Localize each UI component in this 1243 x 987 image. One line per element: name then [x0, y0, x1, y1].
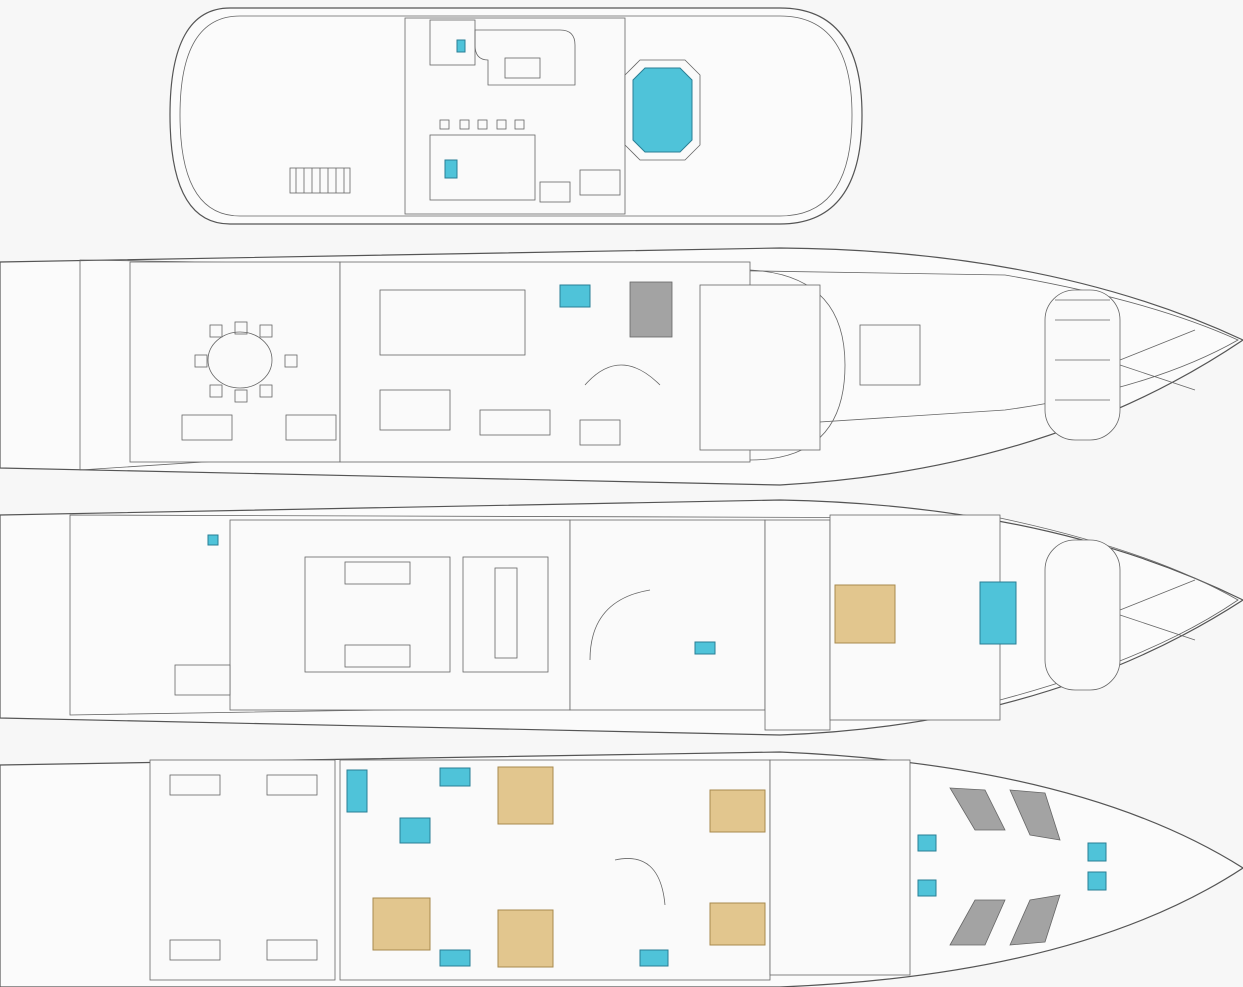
bed: [629, 281, 673, 338]
lower-deck: [0, 751, 1243, 987]
owners-bed: [834, 584, 896, 644]
sun-deck: [169, 7, 863, 225]
guest-bed: [372, 897, 431, 951]
crew-bunk: [949, 787, 1006, 831]
tender: [1044, 289, 1121, 441]
guest-bed: [709, 902, 766, 946]
bar-counter: [429, 134, 536, 201]
owners-bath: [979, 581, 1017, 645]
crew-bunk: [1009, 894, 1061, 946]
guest-bed: [497, 766, 554, 825]
tender: [1044, 539, 1121, 691]
guest-bed: [709, 789, 766, 833]
wheelhouse: [699, 284, 821, 451]
bridge-deck: [0, 247, 1243, 486]
main-deck: [0, 499, 1243, 736]
guest-bed: [497, 909, 554, 968]
lounge-sofa: [379, 289, 526, 356]
crew-bunk: [949, 899, 1006, 946]
sink: [444, 159, 458, 179]
jacuzzi: [632, 67, 693, 153]
dining-table: [494, 567, 518, 659]
crew-bunk: [1009, 789, 1061, 841]
dining-table: [207, 331, 273, 389]
